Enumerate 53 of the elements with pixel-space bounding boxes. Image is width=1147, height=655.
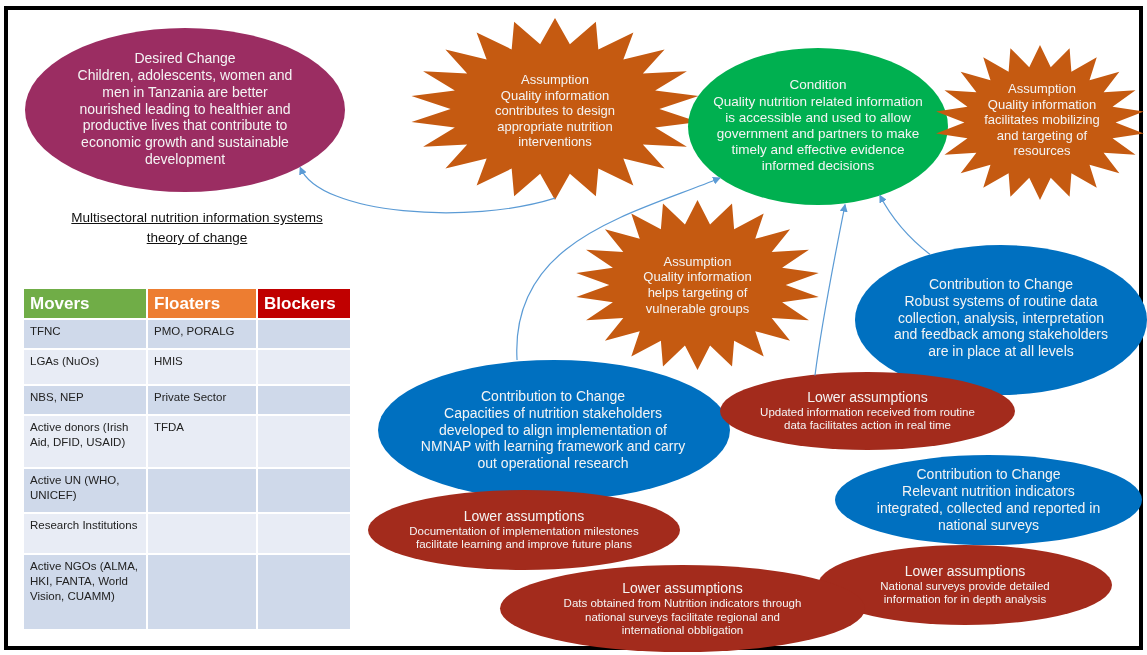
node-text: Quality information contributes to design appropriate nutrition interventions [494, 87, 616, 150]
starburst-node [935, 45, 1145, 200]
table-cell: Research Institutions [24, 514, 146, 553]
node-heading: Lower assumptions [904, 562, 1026, 580]
arrow [299, 166, 556, 214]
node-text: Quality information facilitates mobilizing and targeting of resources [983, 96, 1101, 159]
arrow [879, 194, 931, 256]
node-text: Documentation of implementation milestones facilitate learning and improve future plans [408, 524, 640, 553]
ellipse-node [368, 490, 680, 570]
table-header-cell: Blockers [258, 289, 350, 318]
starburst-node [410, 18, 700, 200]
arrow [516, 176, 721, 361]
table-cell: Active donors (Irish Aid, DFID, USAID) [24, 416, 146, 467]
node-heading: Desired Change [134, 50, 236, 67]
node-heading: Assumption [521, 72, 589, 88]
arrow [814, 203, 848, 377]
node-text: Robust systems of routine data collection, analysis, interpretation and feedback among stakeholders are in place at all levels [892, 292, 1109, 360]
ellipse-node [25, 28, 345, 192]
node-heading: Assumption [1008, 81, 1076, 97]
table-cell: NBS, NEP [24, 386, 146, 414]
table-cell: TFNC [24, 320, 146, 348]
node-heading: Lower assumptions [622, 579, 743, 597]
node-text: Dats obtained from Nutrition indicators through national surveys facilitate regional and international obbligation [562, 596, 803, 639]
table-cell: Private Sector [148, 386, 256, 414]
node-heading: Contribution to Change [481, 388, 625, 405]
node-text: Quality nutrition related information is accessible and used to allow government and partners to make timely and effective evidence informed decisions [712, 93, 924, 175]
table-header-cell: Movers [24, 289, 146, 318]
ellipse-node [720, 372, 1015, 450]
node-text: Quality information helps targeting of vulnerable groups [642, 269, 753, 317]
table-cell: HMIS [148, 350, 256, 384]
node-heading: Assumption [663, 253, 732, 270]
starburst-node [575, 200, 820, 370]
node-text: Children, adolescents, women and men in Tanzania are better nourished leading to healthier and productive lives that contribute to economic growth and sustainable development [76, 67, 294, 168]
node-heading: Lower assumptions [463, 507, 585, 525]
node-text: Capacities of nutrition stakeholders developed to align implementation of NMNAP with learning framework and carry out operational research [419, 404, 687, 472]
ellipse-node [835, 455, 1142, 545]
ellipse-node [688, 48, 948, 205]
ellipse-node [818, 545, 1112, 625]
table-cell: LGAs (NuOs) [24, 350, 146, 384]
node-text: Relevant nutrition indicators integrated, collected and reported in national surveys [875, 483, 1102, 534]
node-heading: Condition [789, 77, 847, 94]
node-text: Updated information received from routine data facilitates action in real time [760, 405, 975, 434]
node-heading: Contribution to Change [929, 276, 1073, 293]
table-cell: TFDA [148, 416, 256, 467]
ellipse-node [500, 565, 865, 652]
table-header-cell: Floaters [148, 289, 256, 318]
node-heading: Lower assumptions [807, 388, 928, 406]
table-cell: Active NGOs (ALMA, HKI, FANTA, World Vision, CUAMM) [24, 555, 146, 629]
node-text: National surveys provide detailed information for in depth analysis [879, 579, 1051, 608]
table-cell: Active UN (WHO, UNICEF) [24, 469, 146, 512]
diagram-title: Multisectoral nutrition information systems theory of change [70, 209, 324, 248]
node-heading: Contribution to Change [916, 466, 1061, 484]
table-cell: PMO, PORALG [148, 320, 256, 348]
